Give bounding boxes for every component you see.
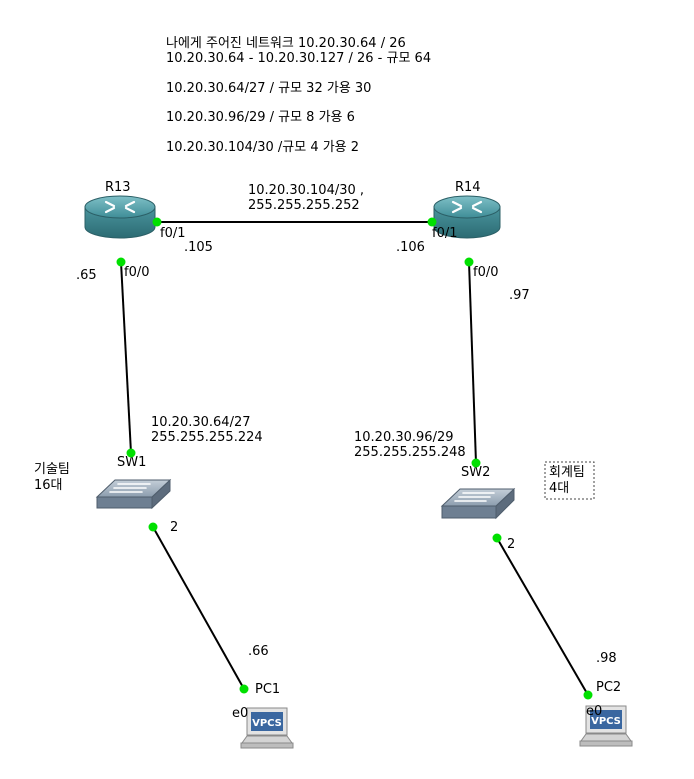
r14-port-f0-1: f0/1	[432, 226, 458, 241]
switch-sw1[interactable]: SW1	[95, 455, 172, 510]
link-r13-sw1[interactable]	[120, 261, 132, 454]
vpcs-badge: VPCS	[591, 716, 621, 727]
notes-block: 나에게 주어진 네트워크 10.20.30.64 / 26 10.20.30.6…	[166, 36, 431, 155]
sw1-port-label: 2	[170, 520, 178, 535]
note-line: 나에게 주어진 네트워크 10.20.30.64 / 26	[166, 36, 406, 51]
link-status-dot	[492, 533, 502, 543]
team-label: 기술팀	[34, 462, 70, 477]
r14-ip-wan: .106	[396, 240, 425, 255]
note-line: 10.20.30.64/27 / 규모 32 가용 30	[166, 81, 371, 96]
team-note-box: 회계팀 4대	[544, 461, 595, 500]
computer-icon	[579, 705, 633, 747]
team-label: 회계팀	[549, 465, 585, 480]
wan-network-label: 10.20.30.104/30 ,	[248, 183, 364, 198]
note-line: 10.20.30.104/30 /규모 4 가용 2	[166, 140, 359, 155]
wan-mask-label: 255.255.255.252	[248, 198, 360, 213]
router-r14[interactable]: R14	[433, 180, 501, 239]
r13-ip-wan: .105	[184, 240, 213, 255]
link-status-dot	[471, 458, 481, 468]
pc2-ip-label: .98	[596, 651, 617, 666]
link-status-dot	[427, 217, 437, 227]
link-status-dot	[239, 684, 249, 694]
link-status-dot	[148, 522, 158, 532]
note-line: 10.20.30.96/29 / 규모 8 가용 6	[166, 110, 355, 125]
lan1-mask-label: 255.255.255.224	[151, 430, 263, 445]
switch-icon	[95, 478, 172, 510]
router-icon	[84, 195, 156, 239]
team-count-label: 16대	[34, 478, 63, 493]
link-status-dot	[152, 217, 162, 227]
link-status-dot	[464, 257, 474, 267]
lan2-mask-label: 255.255.255.248	[354, 445, 466, 460]
link-sw2-pc2[interactable]	[496, 537, 589, 696]
team-count-label: 4대	[549, 481, 569, 496]
switch-name: SW2	[461, 465, 490, 480]
pc-name: PC1	[255, 682, 280, 697]
r13-port-f0-1: f0/1	[160, 226, 186, 241]
switch-icon	[440, 487, 516, 520]
pc-name: PC2	[596, 680, 621, 695]
pc1-ip-label: .66	[248, 644, 269, 659]
router-icon	[433, 195, 501, 239]
r14-ip-lan: .97	[509, 288, 530, 303]
pc-pc2[interactable]: VPCS PC2	[579, 680, 633, 747]
pc1-port-label: e0	[232, 706, 248, 721]
link-status-dot	[583, 690, 593, 700]
link-status-dot	[126, 448, 136, 458]
router-name: R14	[455, 180, 481, 195]
r13-port-f0-0: f0/0	[124, 265, 150, 280]
sw2-port-label: 2	[507, 537, 515, 552]
pc-pc1[interactable]: VPCS PC1	[240, 682, 294, 749]
link-r14-sw2[interactable]	[468, 261, 477, 464]
vpcs-badge: VPCS	[252, 718, 282, 729]
computer-icon	[240, 707, 294, 749]
router-r13[interactable]: R13	[84, 180, 156, 239]
note-line: 10.20.30.64 - 10.20.30.127 / 26 - 규모 64	[166, 51, 431, 66]
r13-ip-lan: .65	[76, 268, 97, 283]
pc2-port-label: e0	[586, 704, 602, 719]
lan1-network-label: 10.20.30.64/27	[151, 415, 251, 430]
switch-sw2[interactable]: SW2	[440, 465, 516, 520]
r14-port-f0-0: f0/0	[473, 265, 499, 280]
lan2-network-label: 10.20.30.96/29	[354, 430, 454, 445]
link-sw1-pc1[interactable]	[152, 526, 245, 690]
router-name: R13	[105, 180, 131, 195]
link-status-dot	[116, 257, 126, 267]
switch-name: SW1	[117, 455, 146, 470]
